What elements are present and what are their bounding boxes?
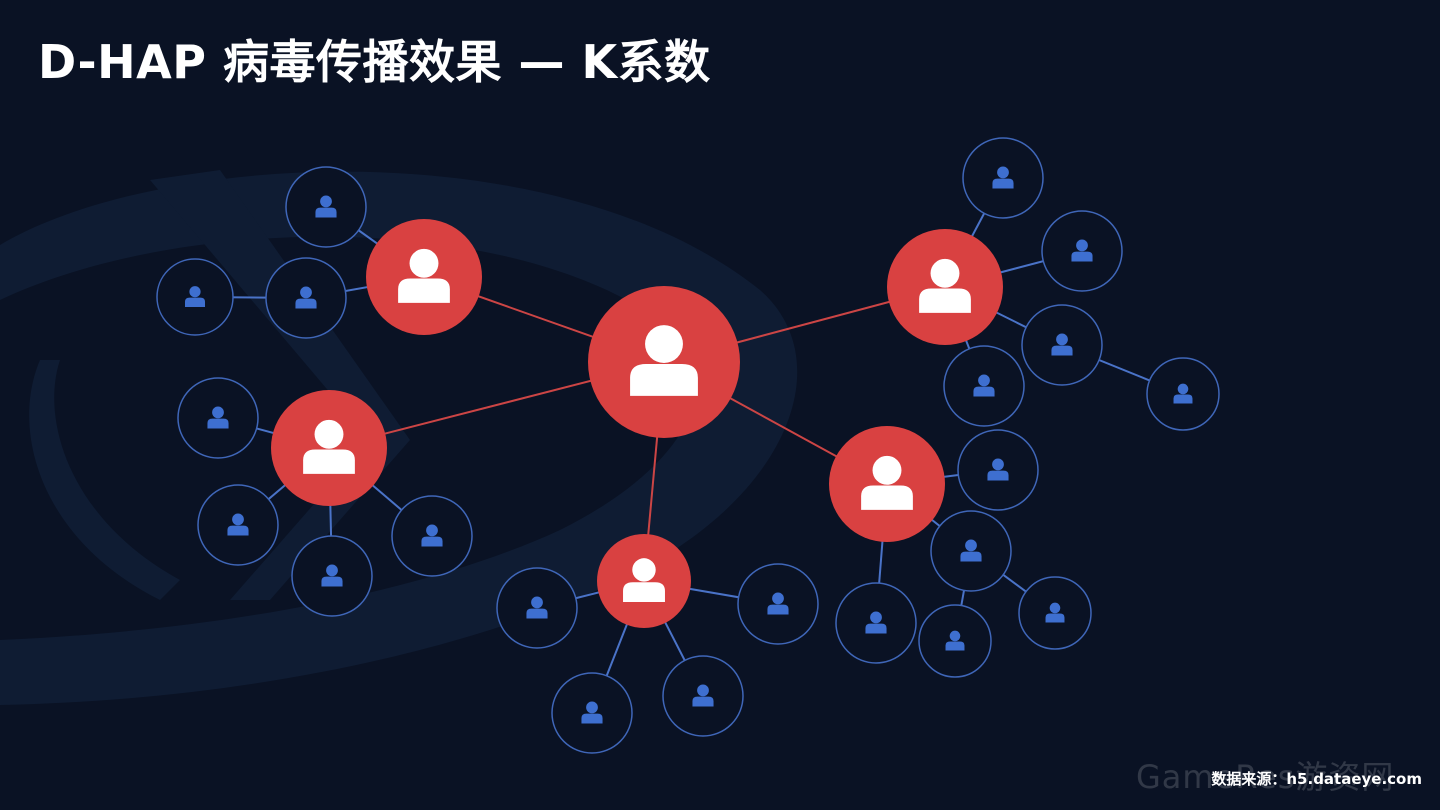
person-icon [987,458,1009,481]
leaf-user-node [291,535,373,617]
leaf-user-node [662,655,744,737]
person-icon [295,286,317,309]
person-icon [630,325,698,396]
leaf-user-node [177,377,259,459]
person-icon [945,630,965,651]
person-icon [992,166,1014,189]
person-icon [581,701,603,724]
leaf-user-node [156,258,234,336]
person-icon [1173,383,1193,404]
person-icon [767,592,789,615]
hub-user-node [366,219,482,335]
leaf-user-node [957,429,1039,511]
person-icon [303,419,355,474]
hub-user-node [597,534,691,628]
page-title: D-HAP 病毒传播效果 — K系数 [38,35,711,89]
leaf-user-node [918,604,992,678]
leaf-user-node [391,495,473,577]
person-icon [623,558,665,602]
person-icon [865,611,887,634]
person-icon [227,513,249,536]
person-icon [421,524,443,547]
leaf-user-node [835,582,917,664]
center-user-node [588,286,740,438]
leaf-user-node [1041,210,1123,292]
person-icon [1045,602,1065,623]
hub-user-node [829,426,945,542]
nodes-layer [156,137,1220,754]
person-icon [960,539,982,562]
leaf-user-node [1018,576,1092,650]
person-icon [207,406,229,429]
leaf-user-node [1021,304,1103,386]
person-icon [1071,239,1093,262]
leaf-user-node [943,345,1025,427]
hub-user-node [271,390,387,506]
leaf-user-node [737,563,819,645]
person-icon [861,455,913,510]
leaf-user-node [551,672,633,754]
person-icon [973,374,995,397]
leaf-user-node [285,166,367,248]
leaf-user-node [1146,357,1220,431]
person-icon [398,248,450,303]
watermark-text: GameRes游资网 [1136,758,1395,796]
person-icon [919,258,971,313]
person-icon [315,195,337,218]
leaf-user-node [265,257,347,339]
leaf-user-node [962,137,1044,219]
hub-user-node [887,229,1003,345]
person-icon [1051,333,1073,356]
person-icon [526,596,548,619]
person-icon [184,286,206,308]
person-icon [692,684,714,707]
data-source-label: 数据来源：h5.dataeye.com [1211,770,1422,788]
leaf-user-node [930,510,1012,592]
leaf-user-node [496,567,578,649]
person-icon [321,564,343,587]
leaf-user-node [197,484,279,566]
